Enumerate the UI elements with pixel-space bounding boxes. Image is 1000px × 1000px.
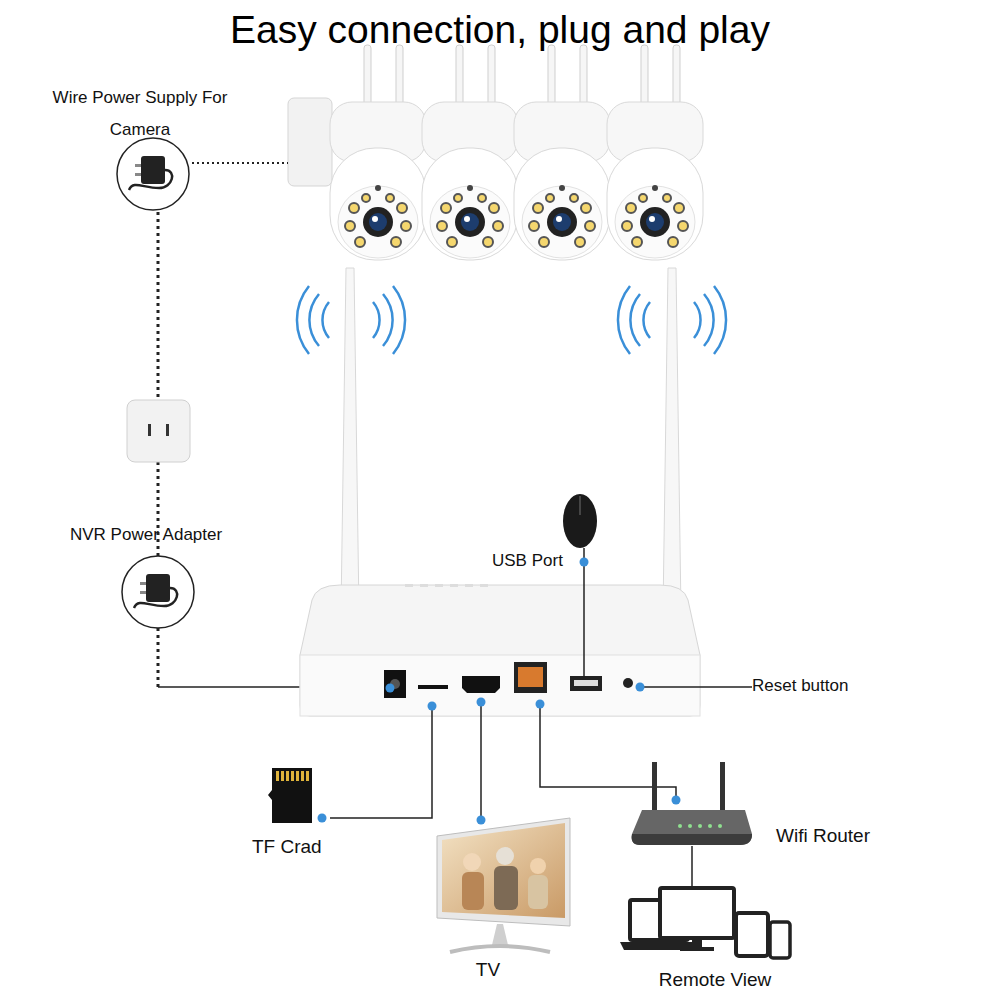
tv-monitor (437, 818, 570, 926)
wall-socket (127, 400, 190, 462)
power-wire (157, 212, 160, 400)
part-label: TV (476, 952, 500, 988)
dc-port (384, 670, 406, 698)
part-label: Wire Power Supply For Camera (50, 82, 230, 147)
power-wire (192, 162, 288, 164)
port-dot (318, 558, 681, 825)
adapter-circle (117, 138, 189, 210)
wifi-router (632, 810, 752, 845)
tf-card (268, 768, 312, 823)
phone (770, 922, 790, 958)
tablet (736, 913, 768, 956)
mouse-cable (583, 548, 585, 678)
wall-mount (288, 98, 332, 186)
part-label: Wifi Router (776, 818, 870, 854)
part-label: Reset button (752, 670, 848, 702)
leader-line (640, 686, 752, 688)
camera (422, 45, 518, 260)
hdmi-port (462, 676, 500, 693)
leader-line (330, 706, 432, 818)
part-label: TF Crad (252, 829, 322, 865)
part-label: Remote View (659, 962, 772, 998)
adapter-circle (122, 556, 194, 628)
usb-port (570, 676, 602, 691)
nvr-front (300, 655, 700, 716)
router-antenna (652, 762, 657, 810)
camera (607, 45, 703, 260)
rj45-port (514, 662, 547, 693)
camera (330, 45, 426, 260)
mouse (563, 494, 597, 548)
leader-line (691, 846, 693, 888)
tf-slot (418, 685, 448, 689)
nvr-body (300, 585, 700, 716)
power-adapter (134, 574, 177, 608)
desktop-monitor (660, 888, 734, 938)
power-wire (157, 628, 160, 687)
leader-line (480, 702, 482, 820)
router-antenna (720, 762, 725, 810)
reset-hole (623, 678, 633, 688)
part-label: USB Port (492, 545, 563, 577)
power-adapter (129, 156, 172, 190)
part-label: NVR Power Adapter (70, 519, 222, 551)
diagram-title: Easy connection, plug and play (0, 8, 1000, 52)
camera (514, 45, 610, 260)
